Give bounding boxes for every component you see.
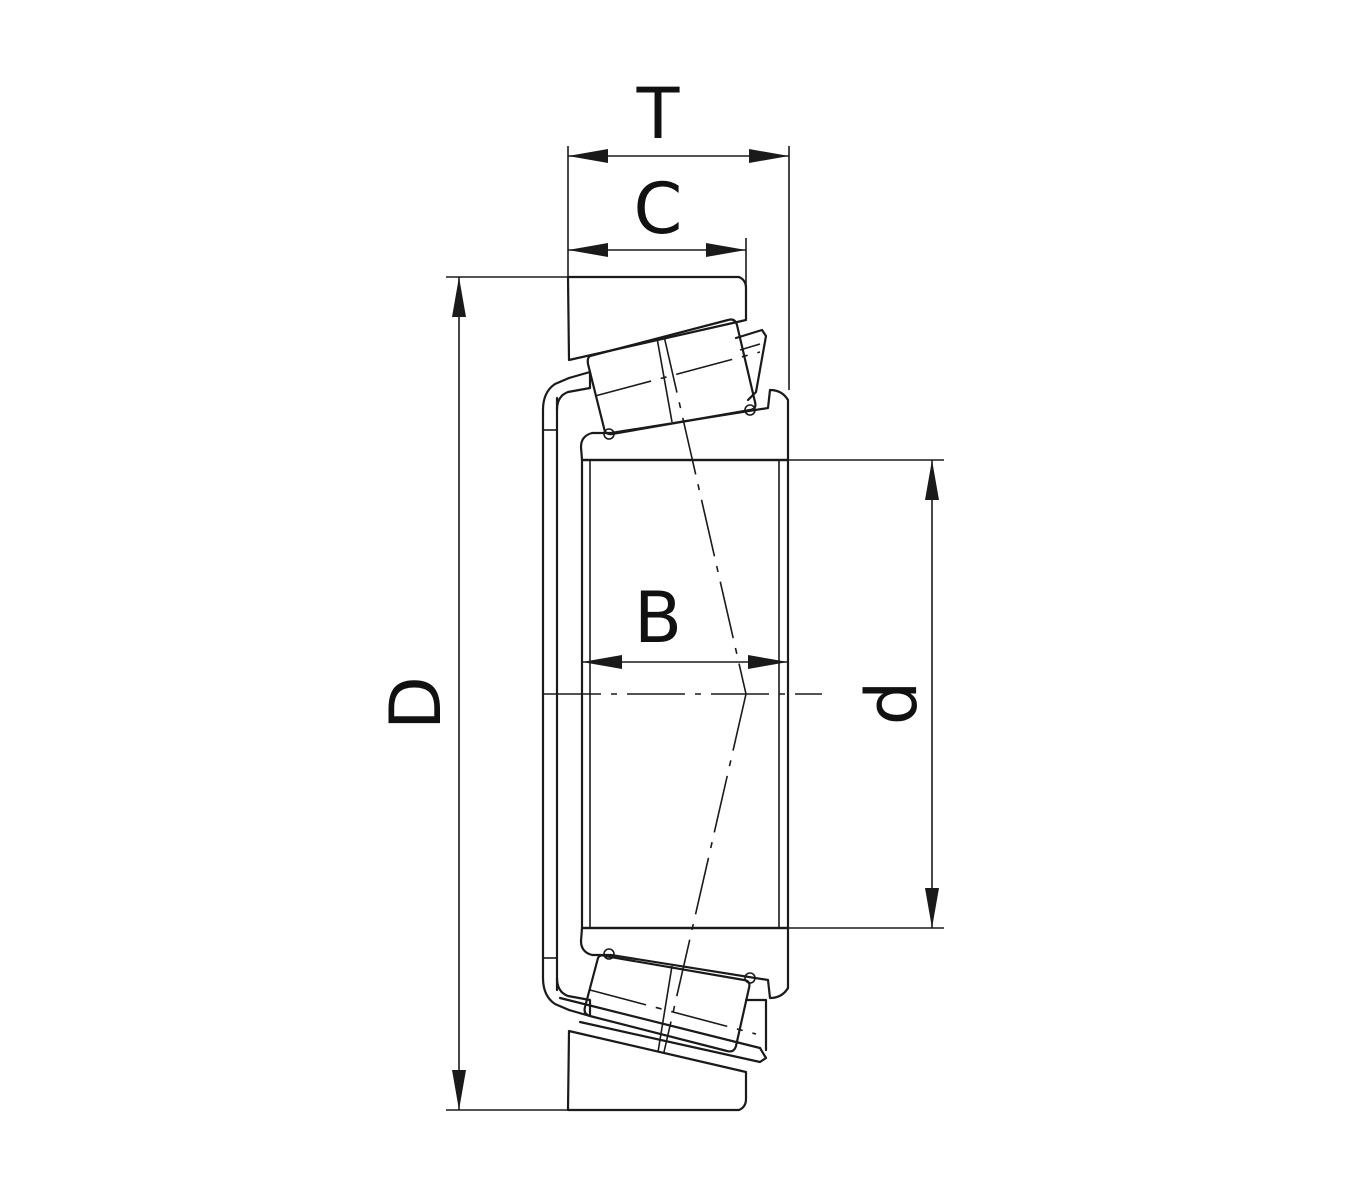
cage [541, 328, 768, 1064]
roller-top [586, 318, 761, 440]
outer-ring-top [566, 275, 748, 362]
inner-ring-bottom [579, 926, 790, 1000]
cone-apex-line-bottom [663, 693, 747, 1053]
label-t: T [636, 73, 680, 155]
label-bore-d: d [851, 681, 933, 725]
label-c: C [634, 168, 683, 250]
roller-bottom [583, 948, 757, 1053]
cone-apex-line-top [663, 335, 747, 695]
label-b: B [634, 577, 682, 659]
label-outer-d: D [375, 676, 457, 730]
inner-ring-top [579, 388, 790, 462]
outer-ring-bottom [566, 1029, 748, 1112]
